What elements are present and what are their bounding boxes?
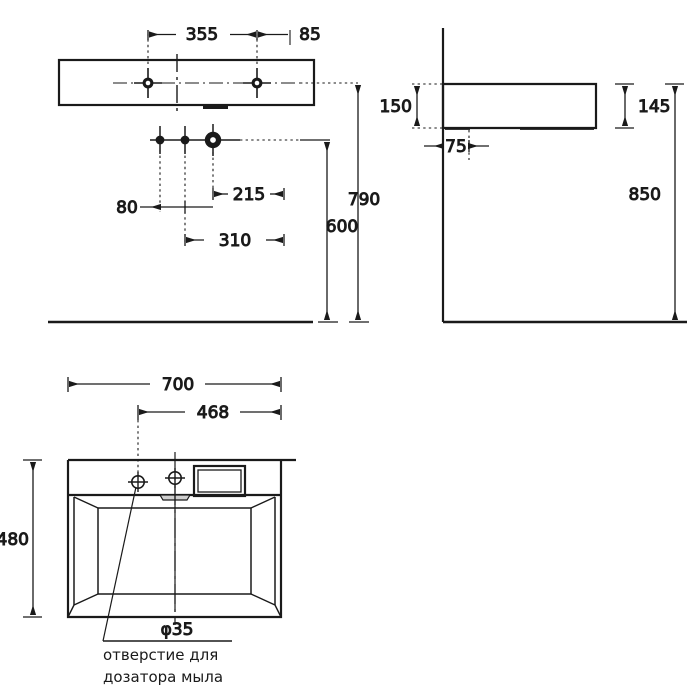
front-lower-hole-3-dispenser	[204, 124, 222, 156]
plan-tap-hole	[165, 468, 185, 488]
dim-label-85: 85	[299, 25, 321, 45]
dim-355	[147, 30, 258, 40]
plan-taper-bl	[73, 593, 99, 606]
dim-600	[300, 139, 338, 323]
side-basin-body	[441, 82, 598, 130]
dim-label-850: 850	[629, 185, 661, 205]
dim-80	[140, 201, 213, 213]
dim-700	[67, 377, 282, 392]
annotation-line-2: дозатора мыла	[103, 668, 223, 686]
front-lower-hole-1	[155, 126, 165, 154]
dim-468	[137, 405, 282, 420]
plan-recess-inner	[197, 469, 242, 493]
front-basin-body	[57, 58, 316, 107]
dim-215	[212, 188, 285, 200]
side-elevation-view: 150 75 145 850	[379, 28, 687, 324]
plan-soap-dispenser-hole	[128, 472, 148, 492]
dim-75	[424, 140, 489, 152]
leader-soap-annotation	[102, 486, 137, 642]
front-tap-hole-left	[134, 68, 162, 98]
plan-recess-outer	[192, 464, 247, 498]
dim-790	[349, 85, 369, 323]
front-drain-tab	[203, 105, 228, 109]
dim-label-150: 150	[380, 97, 412, 117]
dim-label-80: 80	[116, 198, 138, 218]
dim-480	[23, 459, 42, 618]
plan-taper-tr	[250, 496, 276, 509]
dim-label-790: 790	[348, 190, 380, 210]
plan-taper-tl	[73, 496, 99, 509]
dim-label-145: 145	[638, 97, 670, 117]
dim-label-480: 480	[0, 530, 29, 550]
dim-label-468: 468	[197, 403, 229, 423]
dim-label-75: 75	[445, 137, 467, 157]
dim-label-phi35: φ35	[161, 620, 194, 640]
dim-145	[615, 83, 634, 129]
plan-view: 700 468	[0, 375, 296, 642]
dim-310	[184, 234, 285, 246]
front-lower-hole-2	[180, 126, 190, 154]
plan-taper-bl-outer	[67, 604, 75, 618]
dim-label-215: 215	[233, 185, 265, 205]
dim-label-355: 355	[186, 25, 218, 45]
front-tap-hole-right	[243, 68, 271, 98]
plan-taper-br-outer	[274, 604, 282, 618]
annotation-line-1: отверстие для	[103, 646, 218, 664]
dim-label-600: 600	[326, 217, 358, 237]
dim-label-700: 700	[162, 375, 194, 395]
dim-850	[665, 83, 684, 323]
front-elevation-view: 355 85	[48, 25, 381, 324]
dim-label-310: 310	[219, 231, 251, 251]
plan-taper-br	[250, 593, 276, 606]
